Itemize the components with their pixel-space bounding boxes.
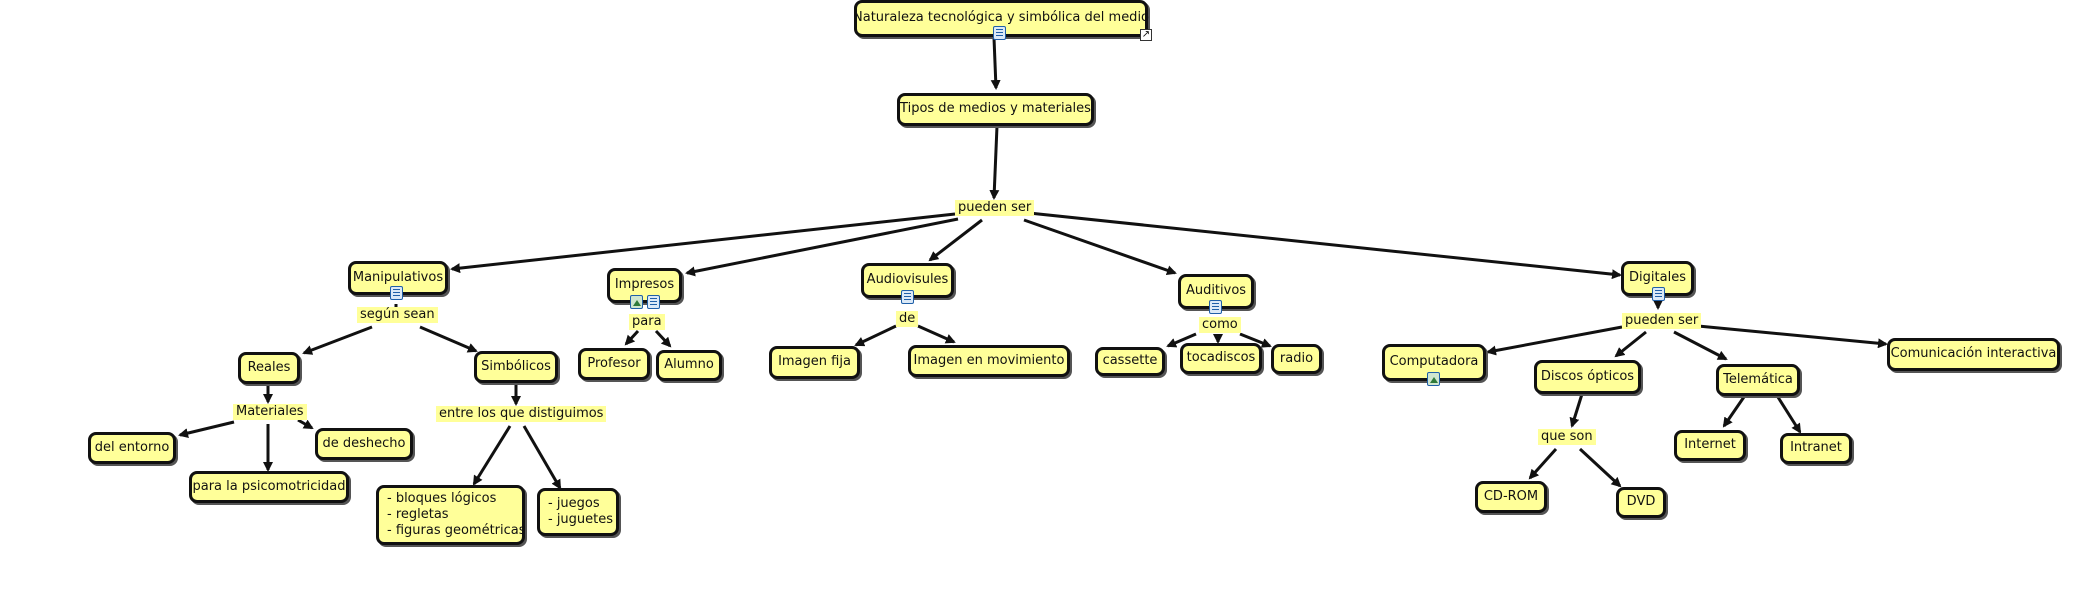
edge-para-alumno <box>654 329 672 348</box>
edge-pueden2-telematica <box>1673 330 1728 361</box>
edge-entre-bloques <box>472 425 512 486</box>
edge-pueden-manipulativos <box>450 212 956 274</box>
link-materiales: Materiales <box>233 404 307 420</box>
edge-entre-juegos <box>522 425 562 490</box>
concept-cassette[interactable]: cassette <box>1095 347 1165 376</box>
edge-telematica-intranet <box>1774 393 1802 434</box>
link-de: de <box>896 311 919 327</box>
concept-profesor[interactable]: Profesor <box>578 348 650 380</box>
resource-doc-icon[interactable] <box>993 26 1006 40</box>
concept-psicomotricidad[interactable]: para la psicomotricidad <box>189 471 349 503</box>
concept-imagen-fija[interactable]: Imagen fija <box>769 346 860 379</box>
link-que-son: que son <box>1538 429 1596 445</box>
concept-tocadiscos[interactable]: tocadiscos <box>1180 343 1262 374</box>
concept-cdrom[interactable]: CD-ROM <box>1475 481 1547 513</box>
resource-image-icon[interactable] <box>630 295 643 309</box>
edge-pueden-auditivos <box>1023 218 1177 276</box>
edge-pueden2-computadora <box>1486 325 1623 356</box>
edge-segun-simbolicos <box>419 325 478 353</box>
link-como: como <box>1199 317 1241 333</box>
resource-doc-icon[interactable] <box>647 295 660 309</box>
concept-discos[interactable]: Discos ópticos <box>1534 360 1641 394</box>
resource-doc-icon[interactable] <box>390 286 403 300</box>
edge-pueden-audiovisules <box>928 218 983 262</box>
edge-queson-cdrom <box>1528 447 1558 480</box>
concept-deshecho[interactable]: de deshecho <box>315 428 413 460</box>
edge-de-movimiento <box>917 324 956 344</box>
edge-segun-reales <box>302 325 373 355</box>
resource-doc-icon[interactable] <box>1209 300 1222 314</box>
concept-del-entorno[interactable]: del entorno <box>88 432 176 464</box>
edge-tipos-pueden <box>989 125 1000 200</box>
edge-pueden-digitales <box>1028 211 1622 280</box>
edge-pueden2-comunicacion <box>1697 324 1888 349</box>
juegos-line: - juegos <box>548 495 600 511</box>
juegos-line: - juguetes <box>548 512 614 527</box>
concept-telematica[interactable]: Telemática <box>1716 364 1800 396</box>
edge-root-tipos <box>990 37 1001 90</box>
link-pueden-ser: pueden ser <box>955 200 1035 216</box>
concept-reales[interactable]: Reales <box>238 352 300 384</box>
bloques-line: - figuras geométricas <box>387 523 526 539</box>
concept-internet[interactable]: Internet <box>1674 430 1746 461</box>
concept-simbolicos[interactable]: Simbólicos <box>474 351 558 383</box>
edge-materiales-entorno <box>178 420 235 438</box>
concept-intranet[interactable]: Intranet <box>1780 433 1852 464</box>
resource-doc-icon[interactable] <box>1652 287 1665 301</box>
edge-pueden-impresos <box>685 217 959 277</box>
external-link-icon[interactable]: ↗ <box>1140 29 1152 41</box>
concept-imagen-movimiento[interactable]: Imagen en movimiento <box>908 345 1070 377</box>
bloques-line: - regletas <box>387 506 449 522</box>
edge-como-radio <box>1239 332 1272 348</box>
edge-telematica-internet <box>1722 393 1748 428</box>
edge-queson-dvd <box>1578 447 1622 488</box>
concept-alumno[interactable]: Alumno <box>656 350 722 381</box>
concept-bloques[interactable]: - bloques lógicos - regletas - figuras g… <box>376 485 526 545</box>
edge-de-fija <box>854 324 897 347</box>
concept-impresos[interactable]: Impresos <box>607 268 682 303</box>
concept-tipos[interactable]: Tipos de medios y materiales <box>897 93 1094 126</box>
link-segun-sean: según sean <box>357 307 438 323</box>
concept-dvd[interactable]: DVD <box>1616 487 1666 518</box>
edge-pueden2-discos <box>1614 330 1647 358</box>
edge-para-profesor <box>624 329 640 346</box>
link-entre: entre los que distiguimos <box>436 406 607 422</box>
link-pueden-ser-2: pueden ser <box>1622 313 1702 329</box>
concept-comunicacion[interactable]: Comunicación interactiva <box>1887 338 2060 371</box>
edge-materiales-deshecho <box>297 418 314 430</box>
resource-doc-icon[interactable] <box>901 290 914 304</box>
resource-image-icon[interactable] <box>1427 372 1440 386</box>
bloques-line: - bloques lógicos <box>387 490 497 506</box>
edge-como-cassette <box>1166 332 1197 348</box>
link-para: para <box>629 314 665 330</box>
concept-radio[interactable]: radio <box>1271 344 1322 374</box>
edge-discos-queson <box>1569 393 1584 428</box>
concept-juegos[interactable]: - juegos - juguetes <box>537 488 619 536</box>
